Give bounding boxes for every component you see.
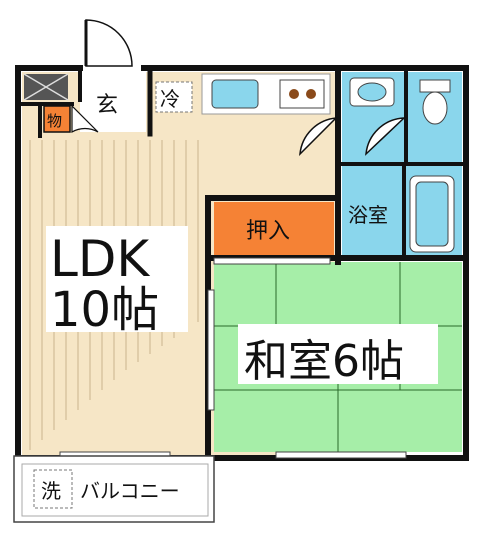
walls [15,65,469,461]
oshiire-fill [214,202,334,256]
washitsu-label: 和室6帖 [244,336,404,387]
ldk-label: LDK [50,230,150,288]
balcony-label: バルコニー [80,479,180,503]
toilet-icon [419,79,451,125]
genkan-label: 玄 [96,93,118,118]
bathtub-inner [415,181,449,247]
storage-door-swing [71,104,99,134]
stove-icon [279,79,325,109]
fridge-box [155,81,193,113]
bath-label: 浴室 [348,203,388,227]
fridge-label: 冷 [160,87,180,111]
kitchen-sink-icon [211,79,259,109]
shoe-box-icon [23,73,69,101]
entry-door-swing [84,19,133,67]
window-markers [59,257,407,459]
washer-box [33,469,73,509]
wet-door-swing [299,117,406,157]
storage-label: 物 [47,112,62,130]
oshiire-label: 押入 [246,219,290,244]
washitsu-label-bg [238,324,438,384]
ldk-label-bg [46,226,188,332]
genkan-floor [80,72,146,132]
washer-label: 洗 [41,479,61,503]
ldk-size: 10帖 [50,282,159,338]
wash-basin-icon [349,77,395,107]
